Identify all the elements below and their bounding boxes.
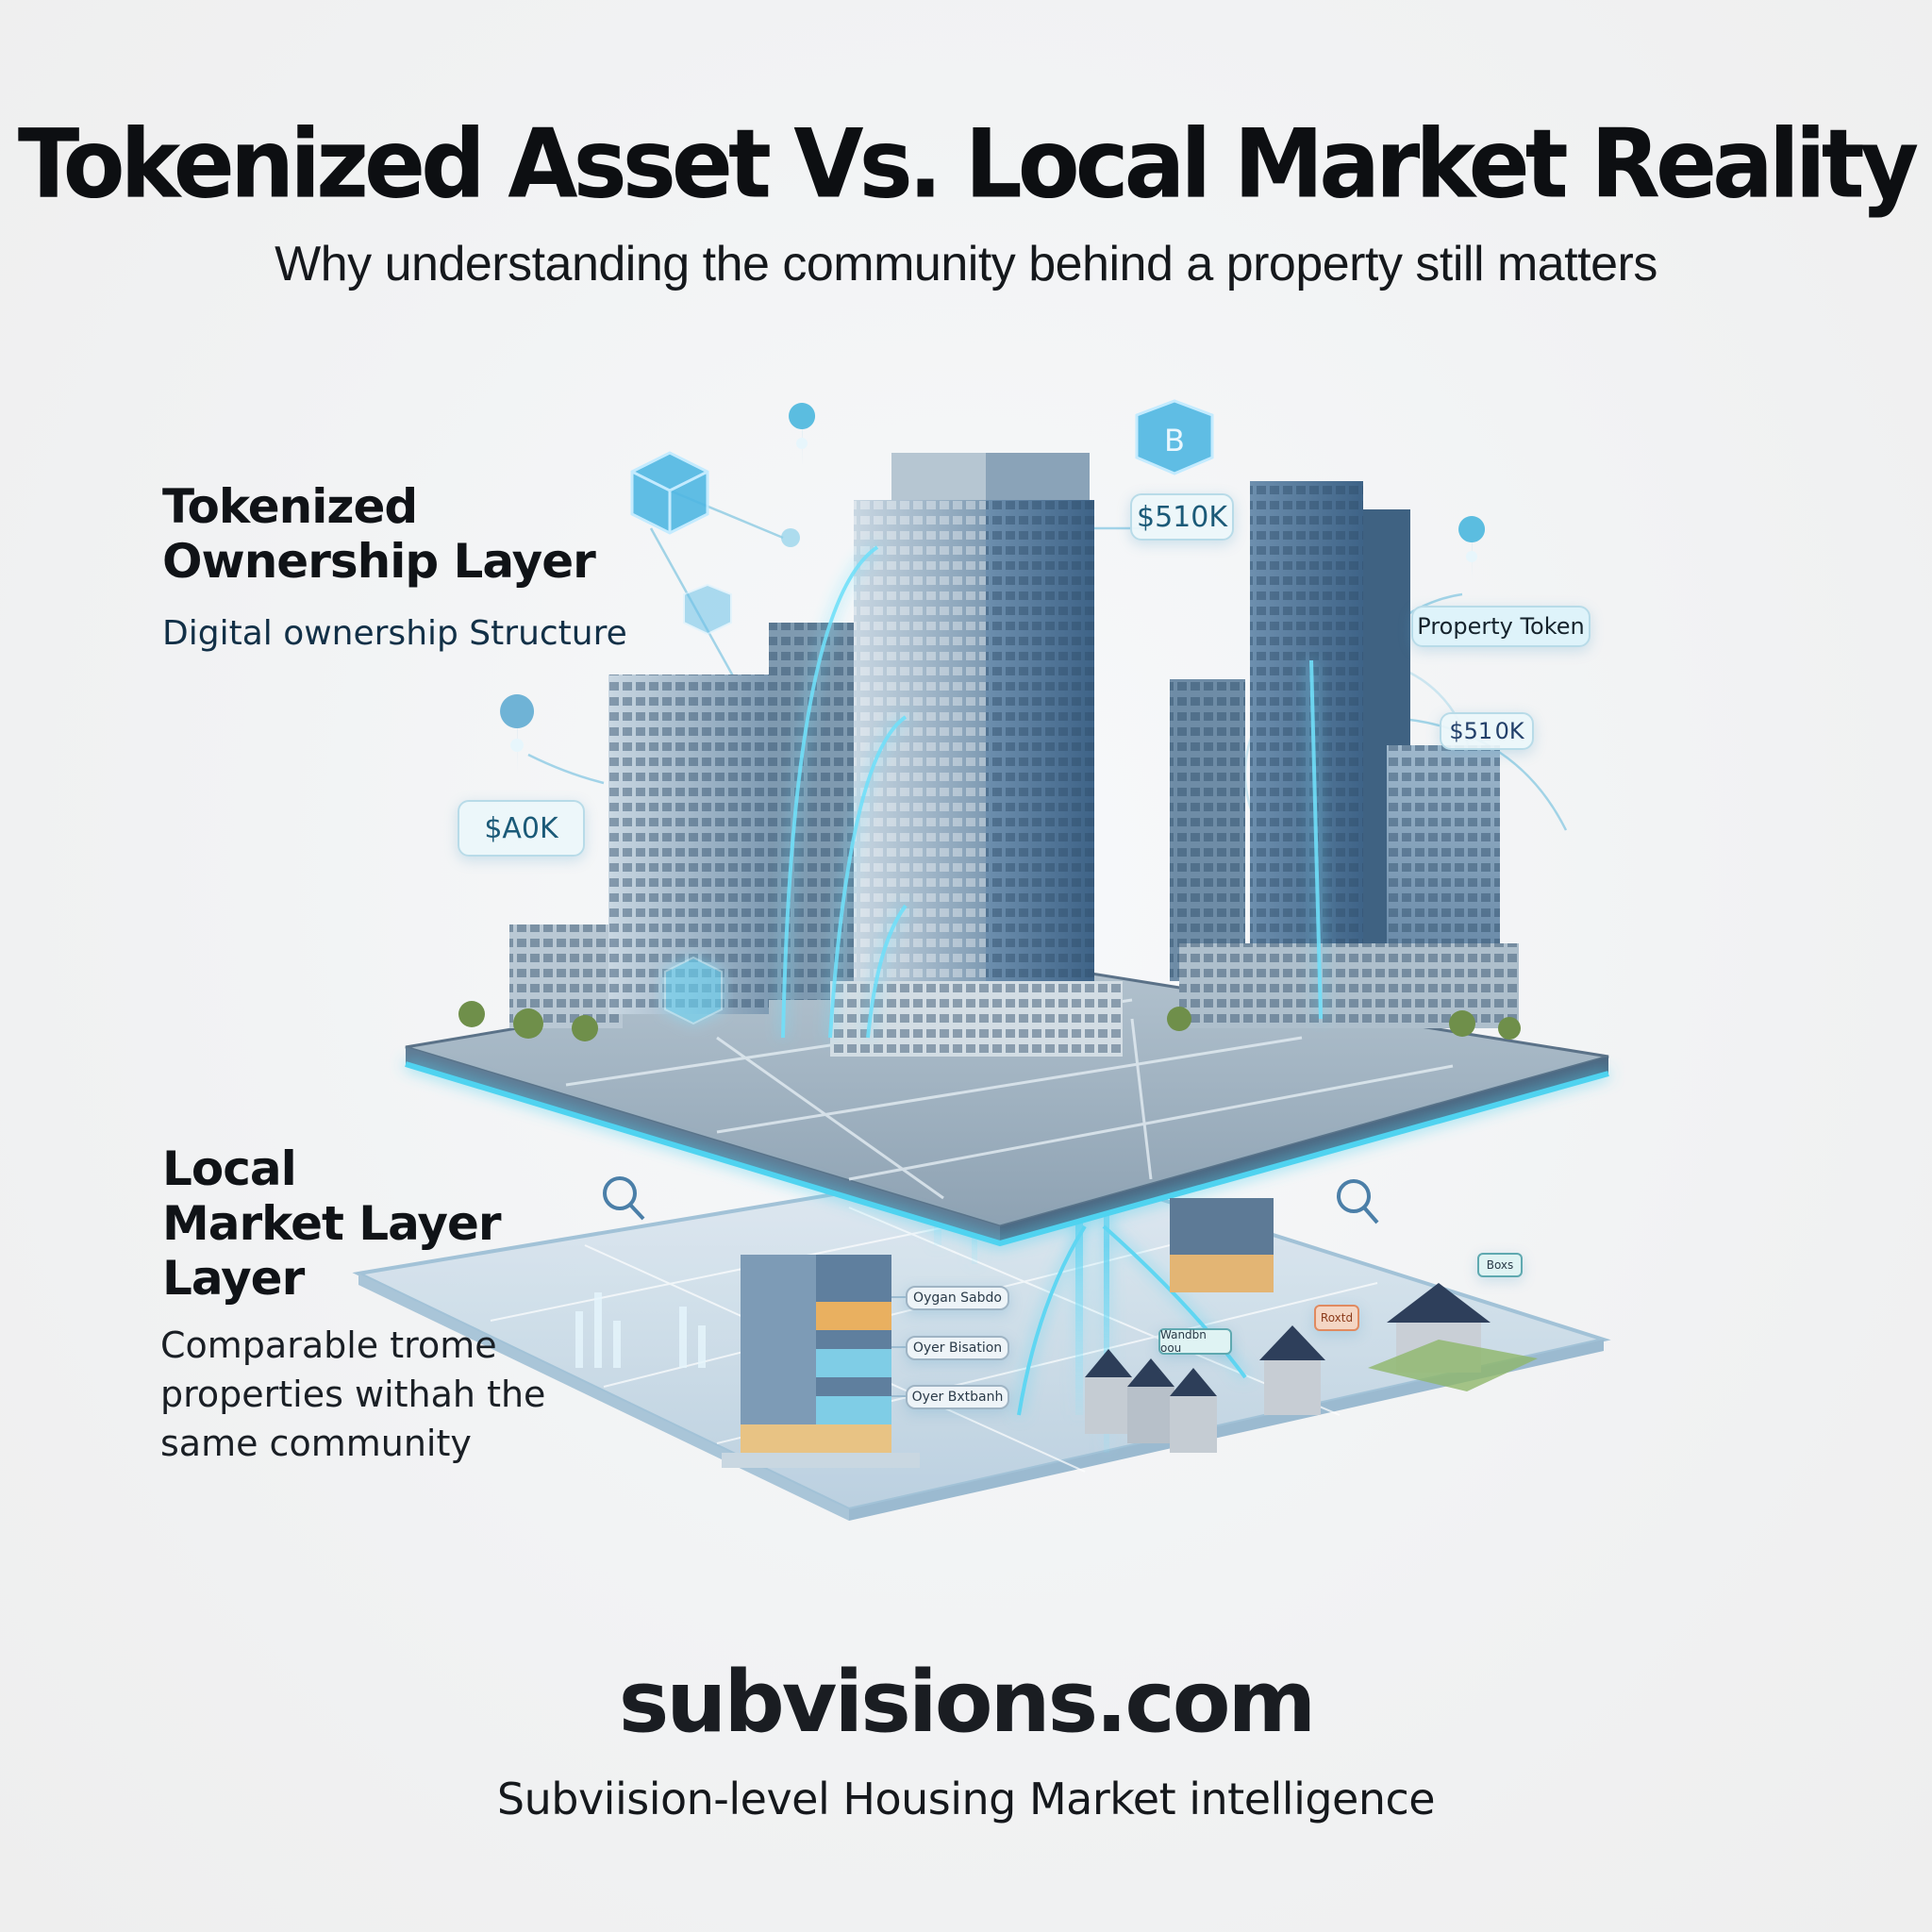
comparable-bubble-left: Wandbn oou <box>1158 1328 1232 1355</box>
property-token-tag: Property Token <box>1411 606 1591 647</box>
search-icon <box>603 1176 645 1221</box>
city-buildings <box>458 453 1521 1057</box>
building-label-3: Oyer Bxtbanh <box>906 1385 1009 1409</box>
location-pin-icon <box>1458 516 1486 580</box>
location-pin-icon <box>789 403 816 467</box>
blockchain-cube-icon <box>683 583 732 636</box>
tokenized-layer-heading: Tokenized Ownership Layer <box>162 479 596 589</box>
building-label-2: Oyer Bisation <box>906 1336 1009 1360</box>
blockchain-cube-icon <box>630 451 709 535</box>
location-pin-icon <box>500 694 535 774</box>
price-tag-left: $A0K <box>458 800 585 857</box>
townhouses <box>1085 1349 1217 1453</box>
local-market-layer-heading: Local Market Layer Layer <box>162 1141 502 1306</box>
price-tag-top: $510K <box>1130 493 1234 541</box>
tokenized-layer-description: Digital ownership Structure <box>162 614 627 653</box>
page-title: Tokenized Asset Vs. Local Market Reality <box>17 108 1919 220</box>
search-icon <box>1337 1179 1379 1224</box>
svg-text:B: B <box>1164 423 1185 458</box>
price-tag-right: $51 0K <box>1440 712 1534 750</box>
brand-tagline: Subviision-level Housing Market intellig… <box>496 1774 1436 1824</box>
blockchain-cube-icon <box>664 956 723 1025</box>
brand-domain: subvisions.com <box>618 1653 1317 1752</box>
comparable-bubble-center: Roxtd <box>1314 1305 1359 1331</box>
blockchain-cube-icon: B <box>1135 399 1214 475</box>
page-subtitle: Why understanding the community behind a… <box>275 237 1657 291</box>
comparable-bubble-right: Boxs <box>1477 1253 1523 1277</box>
location-pin-icon <box>781 528 800 547</box>
local-buildings <box>722 1198 1538 1468</box>
building-label-1: Oygan Sabdo <box>906 1286 1009 1310</box>
local-market-layer-description: Comparable trome properties withah the s… <box>160 1324 546 1464</box>
